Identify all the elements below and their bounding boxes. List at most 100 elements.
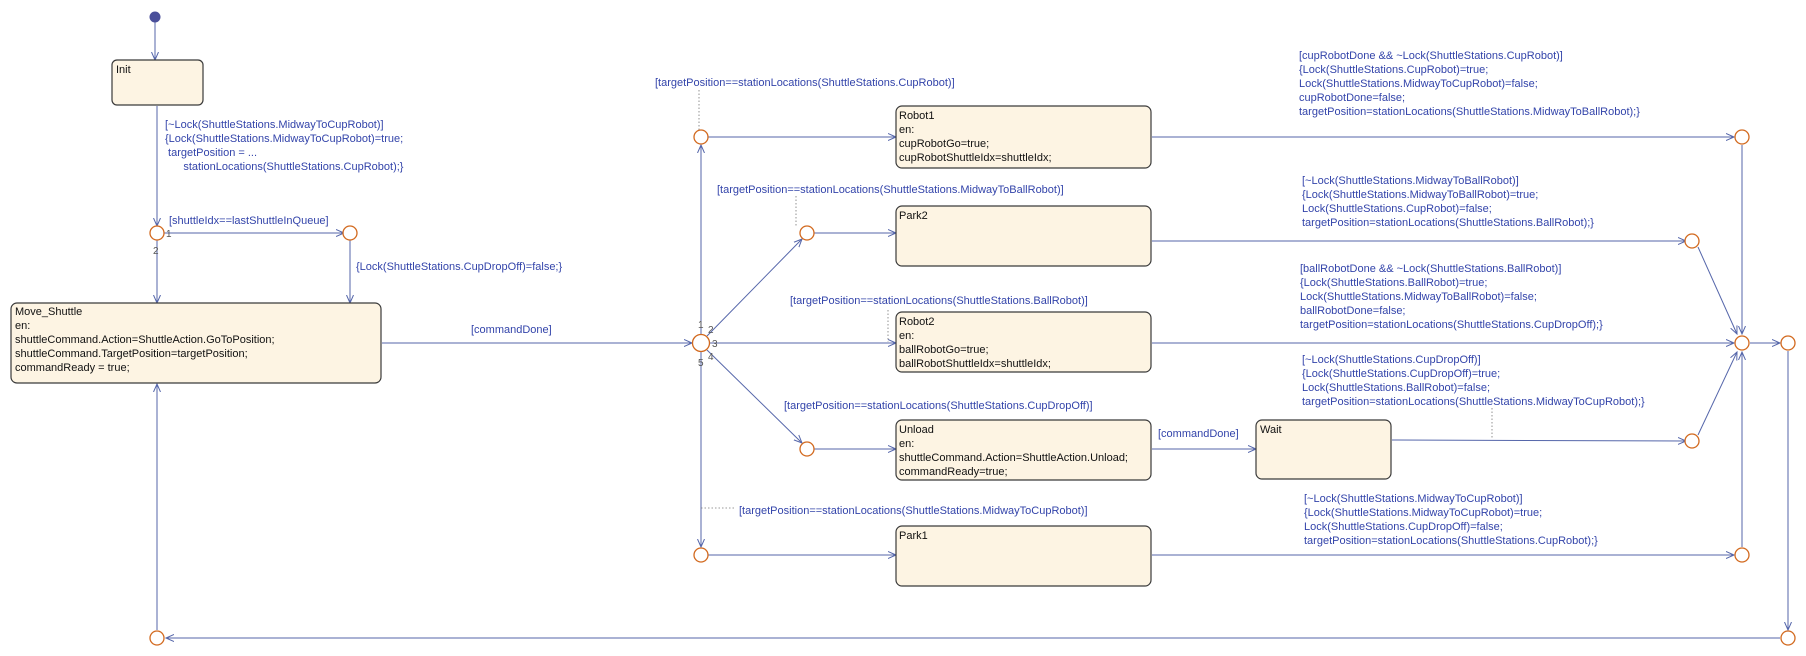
label-last-shuttle[interactable]: [shuttleIdx==lastShuttleInQueue] (169, 215, 329, 227)
label-command-done[interactable]: [commandDone] (471, 324, 552, 336)
junction-robot1-exit[interactable] (1734, 129, 1750, 145)
label-park1-exit[interactable]: [~Lock(ShuttleStations.MidwayToCupRobot)… (1304, 493, 1598, 547)
label-wait-exit[interactable]: [~Lock(ShuttleStations.CupDropOff)]{Lock… (1302, 354, 1645, 408)
text-line: targetPosition = ... (165, 147, 257, 159)
junction-hub[interactable] (691, 333, 711, 353)
junctions (149, 129, 1796, 646)
state-park2[interactable]: Park2 (895, 205, 1152, 267)
text-line: ballRobotGo=true; (899, 344, 989, 356)
text-line: Robot1 (899, 110, 934, 122)
text-line: stationLocations(ShuttleStations.CupRobo… (165, 161, 404, 173)
text-line: ballRobotShuttleIdx=shuttleIdx; (899, 358, 1051, 370)
label-cup-dropoff-unlock[interactable]: {Lock(ShuttleStations.CupDropOff)=false;… (356, 261, 562, 273)
label-cond-cup-robot[interactable]: [targetPosition==stationLocations(Shuttl… (655, 77, 955, 89)
text-line: targetPosition=stationLocations(ShuttleS… (1299, 106, 1640, 118)
text-line: shuttleCommand.TargetPosition=targetPosi… (15, 348, 248, 360)
text-line: [~Lock(ShuttleStations.MidwayToCupRobot)… (165, 119, 384, 131)
junction-park1[interactable] (693, 547, 709, 563)
text-line: en: (899, 438, 914, 450)
text-line: [targetPosition==stationLocations(Shuttl… (655, 77, 955, 89)
text-line: targetPosition=stationLocations(ShuttleS… (1302, 217, 1594, 229)
text-line: commandReady=true; (899, 466, 1008, 478)
junction-return-left[interactable] (149, 630, 165, 646)
transition-hub-branch-2[interactable] (706, 239, 802, 337)
execution-orders: 1 2 1 2 3 4 5 (153, 229, 718, 369)
text-line: [shuttleIdx==lastShuttleInQueue] (169, 215, 329, 227)
svg-text:Park1: Park1 (899, 530, 928, 542)
text-line: Lock(ShuttleStations.MidwayToBallRobot)=… (1300, 291, 1537, 303)
text-line: cupRobotDone=false; (1299, 92, 1405, 104)
label-unload-command-done[interactable]: [commandDone] (1158, 428, 1239, 440)
text-line: {Lock(ShuttleStations.MidwayToCupRobot)=… (165, 133, 403, 145)
svg-text:Wait: Wait (1260, 424, 1282, 436)
transition-hub-branch-4[interactable] (706, 349, 802, 443)
junction-park2-exit[interactable] (1684, 233, 1700, 249)
text-line: en: (15, 320, 30, 332)
text-line: Park1 (899, 530, 928, 542)
state-wait[interactable]: Wait (1255, 419, 1392, 480)
label-cond-midway-cup[interactable]: [targetPosition==stationLocations(Shuttl… (739, 505, 1088, 517)
text-line: [commandDone] (471, 324, 552, 336)
junction-merge-out[interactable] (1780, 335, 1796, 351)
transition-merge-wait[interactable] (1697, 352, 1737, 436)
junction-left[interactable] (149, 225, 165, 241)
label-park2-exit[interactable]: [~Lock(ShuttleStations.MidwayToBallRobot… (1302, 175, 1594, 229)
text-line: targetPosition=stationLocations(ShuttleS… (1302, 396, 1645, 408)
junction-return-right[interactable] (1780, 630, 1796, 646)
junction-last-shuttle[interactable] (342, 225, 358, 241)
text-line: ballRobotDone=false; (1300, 305, 1406, 317)
label-init-transition[interactable]: [~Lock(ShuttleStations.MidwayToCupRobot)… (165, 119, 404, 173)
text-line: Lock(ShuttleStations.CupDropOff)=false; (1304, 521, 1503, 533)
text-line: en: (899, 124, 914, 136)
label-cond-midway-ball[interactable]: [targetPosition==stationLocations(Shuttl… (717, 184, 1064, 196)
order-hub-3: 3 (712, 339, 718, 350)
label-robot2-exit[interactable]: [ballRobotDone && ~Lock(ShuttleStations.… (1300, 263, 1603, 331)
state-park1[interactable]: Park1 (895, 525, 1152, 587)
state-init[interactable]: Init (111, 59, 204, 106)
text-line: cupRobotShuttleIdx=shuttleIdx; (899, 152, 1052, 164)
order-hub-1: 1 (698, 320, 704, 331)
transition-wait-exit[interactable] (1391, 440, 1686, 441)
text-line: [targetPosition==stationLocations(Shuttl… (739, 505, 1088, 517)
transitions (155, 22, 1788, 638)
state-robot1[interactable]: Robot1 en: cupRobotGo=true; cupRobotShuttle… (895, 105, 1152, 169)
junction-park1-exit[interactable] (1734, 547, 1750, 563)
text-line: [~Lock(ShuttleStations.MidwayToBallRobot… (1302, 175, 1519, 187)
text-line: [cupRobotDone && ~Lock(ShuttleStations.C… (1299, 50, 1563, 62)
label-leaders (698, 90, 1493, 509)
svg-text:Park2: Park2 (899, 210, 928, 222)
order-hub-2: 2 (708, 325, 714, 336)
default-transition-dot (149, 11, 161, 23)
text-line: {Lock(ShuttleStations.CupDropOff)=false;… (356, 261, 562, 273)
label-cond-cup-dropoff[interactable]: [targetPosition==stationLocations(Shuttl… (784, 400, 1093, 412)
text-line: [targetPosition==stationLocations(Shuttl… (717, 184, 1064, 196)
text-line: [targetPosition==stationLocations(Shuttl… (784, 400, 1093, 412)
text-line: shuttleCommand.Action=ShuttleAction.GoTo… (15, 334, 275, 346)
text-line: targetPosition=stationLocations(ShuttleS… (1300, 319, 1603, 331)
text-line: Unload (899, 424, 934, 436)
junction-robot1[interactable] (693, 129, 709, 145)
transition-merge-park2[interactable] (1697, 246, 1737, 334)
text-line: Move_Shuttle (15, 306, 82, 318)
text-line: commandReady = true; (15, 362, 130, 374)
text-line: Lock(ShuttleStations.CupRobot)=false; (1302, 203, 1492, 215)
state-move-shuttle[interactable]: Move_Shuttle en: shuttleCommand.Action=Shu… (10, 302, 382, 384)
junction-wait-exit[interactable] (1684, 433, 1700, 449)
svg-text:Init: Init (116, 64, 131, 76)
text-line: Lock(ShuttleStations.MidwayToCupRobot)=f… (1299, 78, 1538, 90)
junction-unload[interactable] (799, 441, 815, 457)
text-line: Park2 (899, 210, 928, 222)
text-line: cupRobotGo=true; (899, 138, 989, 150)
text-line: {Lock(ShuttleStations.MidwayToBallRobot)… (1302, 189, 1538, 201)
text-line: Init (116, 64, 131, 76)
junction-park2[interactable] (799, 225, 815, 241)
text-line: [commandDone] (1158, 428, 1239, 440)
junction-merge[interactable] (1734, 335, 1750, 351)
text-line: [~Lock(ShuttleStations.MidwayToCupRobot)… (1304, 493, 1523, 505)
label-robot1-exit[interactable]: [cupRobotDone && ~Lock(ShuttleStations.C… (1299, 50, 1640, 118)
label-cond-ball-robot[interactable]: [targetPosition==stationLocations(Shuttl… (790, 295, 1088, 307)
